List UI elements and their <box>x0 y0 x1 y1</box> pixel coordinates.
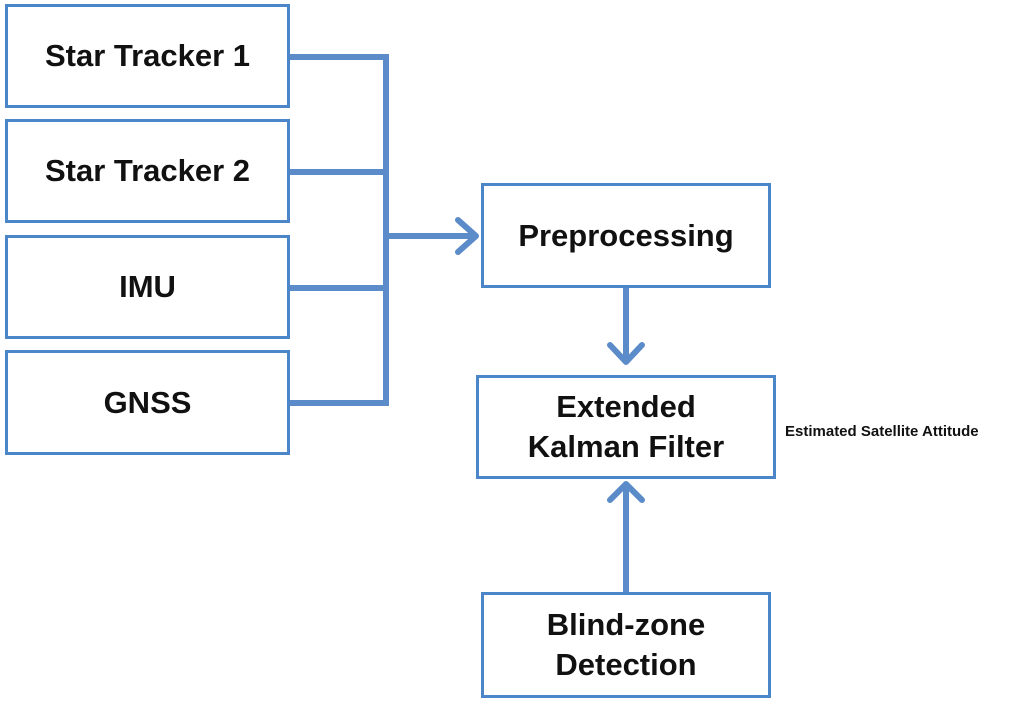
blind-zone-box: Blind-zone Detection <box>481 592 771 698</box>
star-tracker-2-box: Star Tracker 2 <box>5 119 290 223</box>
ekf-label-line2: Kalman Filter <box>527 429 725 464</box>
preprocessing-label: Preprocessing <box>518 217 734 253</box>
gnss-box: GNSS <box>5 350 290 455</box>
star-tracker-1-box: Star Tracker 1 <box>5 4 290 108</box>
output-caption: Estimated Satellite Attitude <box>785 423 979 440</box>
gnss-label: GNSS <box>103 384 192 420</box>
blind-zone-label-line2: Detection <box>555 647 697 682</box>
preprocessing-box: Preprocessing <box>481 183 771 288</box>
blind-zone-label-line1: Blind-zone <box>546 607 706 642</box>
star-tracker-2-label: Star Tracker 2 <box>44 153 251 188</box>
imu-label: IMU <box>119 269 176 304</box>
arrowhead-down <box>607 342 645 365</box>
star-tracker-1-label: Star Tracker 1 <box>44 38 251 73</box>
arrowhead-right <box>455 217 479 255</box>
ekf-box: Extended Kalman Filter <box>476 375 776 479</box>
ekf-label-line1: Extended <box>556 389 696 424</box>
arrowhead-up <box>607 481 645 503</box>
imu-box: IMU <box>5 235 290 339</box>
